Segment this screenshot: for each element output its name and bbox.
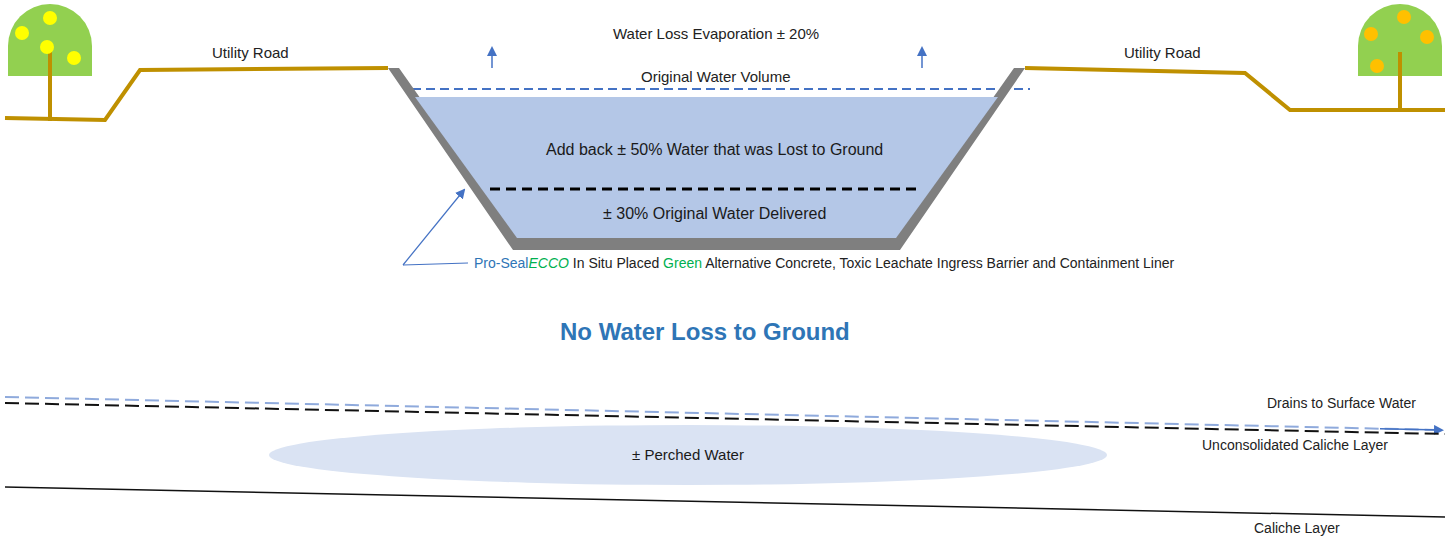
layer-label: Caliche Layer [1254, 520, 1340, 537]
leader-line [403, 263, 468, 265]
tree-left [8, 4, 92, 121]
concrete-liner [388, 68, 1025, 250]
water-fill [415, 97, 998, 238]
node-shape [388, 68, 1025, 250]
tree-right [1358, 4, 1442, 111]
drain-arrow [1380, 429, 1442, 430]
node-text: ± Perched Water [632, 446, 744, 464]
road-label: Utility Road [212, 44, 289, 62]
utility-road-left [5, 68, 388, 120]
text-run: ECCO [528, 255, 568, 271]
pond-basin: Add back ± 50% Water that was Lost to Gr… [388, 68, 1025, 250]
headline: No Water Loss to Ground [560, 318, 850, 347]
layer-label: Unconsolidated Caliche Layer [1202, 437, 1388, 454]
leader-line [403, 190, 464, 265]
layer-label: Drains to Surface Water [1267, 395, 1416, 412]
utility-road-right [1025, 68, 1445, 110]
text-run: Alternative Concrete, Toxic Leachate Ing… [702, 255, 1174, 271]
fill-level-line [490, 188, 920, 191]
node-text: ± 30% Original Water Delivered [603, 204, 826, 223]
evaporation-note: Water Loss Evaporation ± 20% [613, 25, 819, 43]
node-text: Add back ± 50% Water that was Lost to Gr… [546, 140, 883, 159]
surface-drain-line [5, 397, 1438, 430]
evaporation-arrow [491, 48, 493, 68]
caliche-line [5, 487, 1445, 517]
perched-water-shape [269, 425, 1107, 485]
road-label: Utility Road [1124, 44, 1201, 62]
text-run: Pro-Seal [474, 255, 528, 271]
perched-water-lens: ± Perched Water [268, 424, 1108, 486]
text-run: Green [663, 255, 702, 271]
liner-callout: Pro-SealECCO In Situ Placed Green Altern… [474, 255, 1174, 272]
water-volume-label: Original Water Volume [641, 68, 791, 86]
original-level-line [412, 88, 1030, 90]
text-run: In Situ Placed [569, 255, 663, 271]
evaporation-arrow [921, 48, 923, 68]
